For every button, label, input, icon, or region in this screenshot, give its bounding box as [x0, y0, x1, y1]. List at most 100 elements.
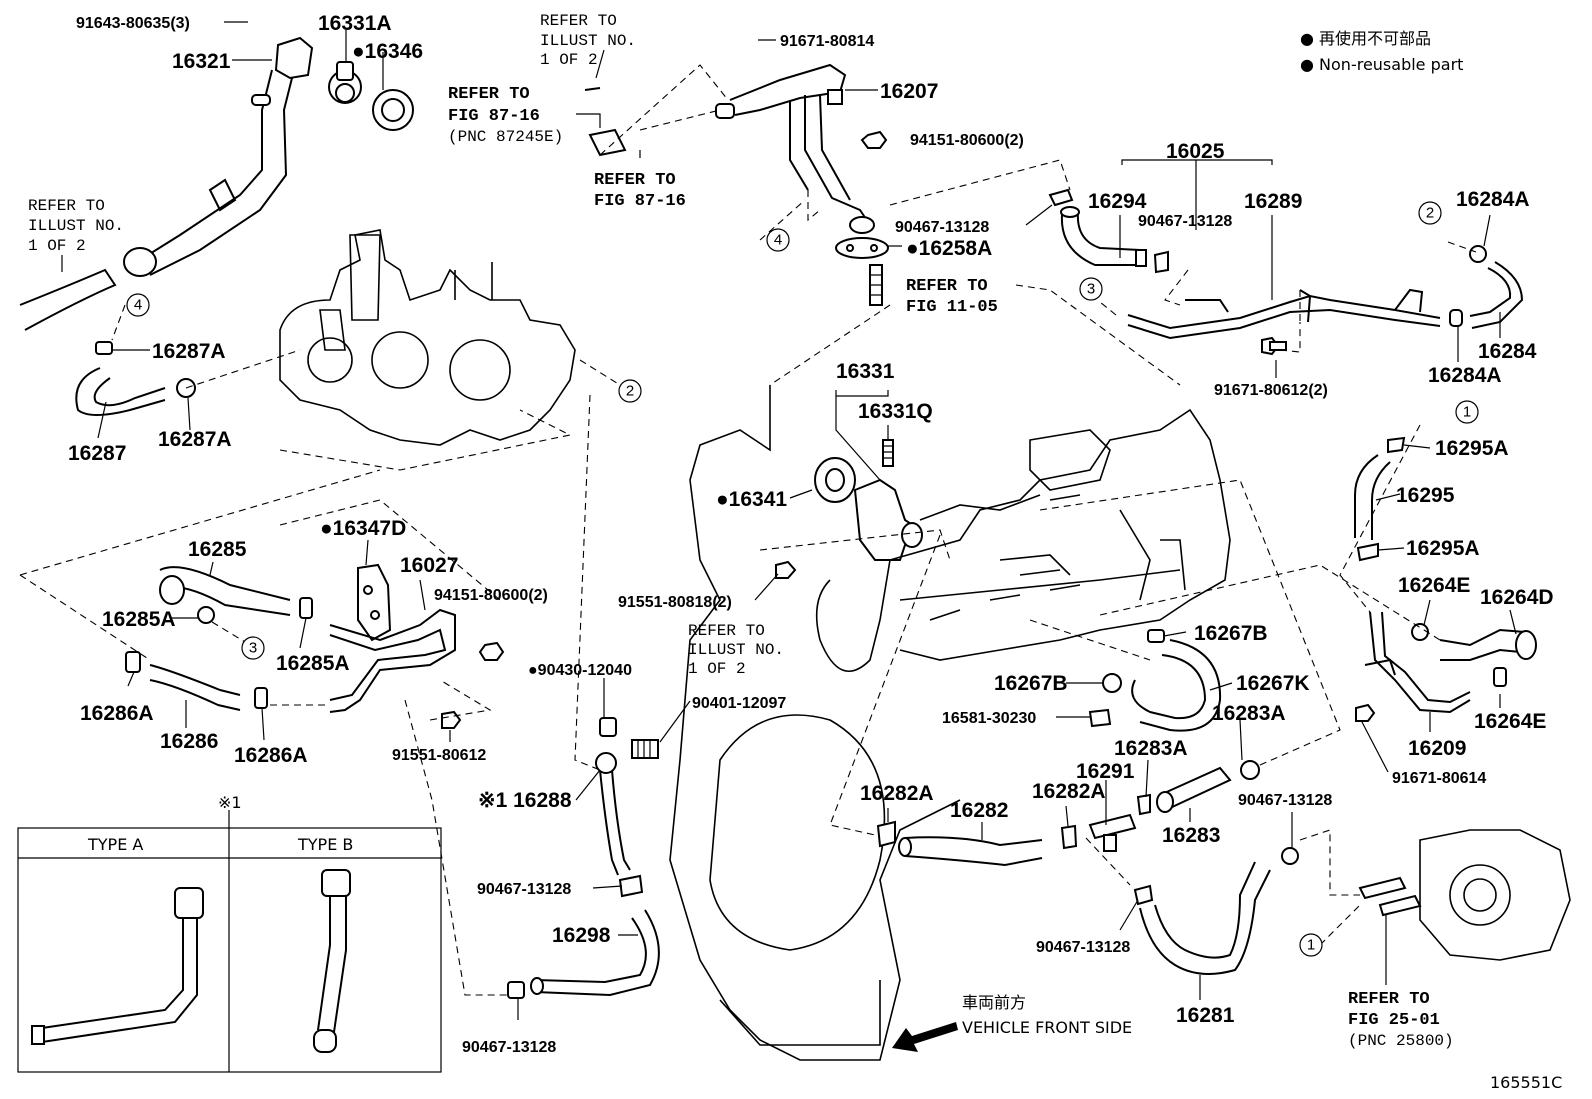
gasket-16346 — [372, 89, 414, 131]
label-16287: 16287 — [68, 442, 126, 465]
label-91671-80612: 91671-80612(2) — [1214, 382, 1328, 399]
label-16267k: 16267K — [1236, 672, 1310, 695]
label-91671-80614: 91671-80614 — [1392, 770, 1486, 787]
label-16347d: ●16347D — [320, 517, 406, 540]
label-16298: 16298 — [552, 924, 611, 947]
label-90467-13128-c: 90467-13128 — [1238, 792, 1332, 809]
turbocharger-assembly — [279, 229, 576, 446]
ref-line: REFER TO — [594, 171, 676, 190]
label-94151-80600-left: 94151-80600(2) — [434, 587, 548, 604]
gasket-16341 — [814, 457, 856, 503]
label-16287a-top: 16287A — [152, 340, 226, 363]
hose-16294 — [1060, 206, 1147, 267]
leader-lines — [61, 21, 1517, 1020]
label-16282: 16282 — [950, 799, 1008, 822]
label-16346: ●16346 — [352, 40, 423, 63]
label-90467-13128-f: 90467-13128 — [462, 1039, 556, 1056]
circle-ref-label: 2 — [1426, 205, 1434, 222]
circle-ref-2-left: 2 — [618, 379, 642, 403]
label-16286a-left: 16286A — [80, 702, 154, 725]
ref-fig-25-01: REFER TO FIG 25-01 (PNC 25800) — [1348, 990, 1454, 1050]
type-b-header: TYPE B — [297, 835, 353, 854]
label-16295: 16295 — [1396, 484, 1455, 507]
label-16207: 16207 — [880, 80, 938, 103]
label-16264d: 16264D — [1480, 586, 1554, 609]
label-90467-13128-e: 90467-13128 — [1036, 939, 1130, 956]
label-16267b-left: 16267B — [994, 672, 1068, 695]
bolt-91551-80818 — [775, 560, 797, 579]
label-16331: 16331 — [836, 360, 895, 383]
legend-jp: ● 再使用不可部品 — [1300, 29, 1431, 48]
label-16285a-right: 16285A — [276, 652, 350, 675]
dashed-connections — [19, 64, 1477, 996]
label-16284a-bottom: 16284A — [1428, 364, 1502, 387]
label-16283a-left: 16283A — [1114, 737, 1188, 760]
label-16258a: ●16258A — [906, 237, 992, 260]
label-91643-80635: 91643-80635(3) — [76, 15, 190, 32]
label-90430-12040: ●90430-12040 — [528, 662, 632, 679]
bracket-16347d — [357, 563, 392, 642]
water-outlet-pipe-16321 — [19, 36, 314, 331]
ref-line: ILLUST NO. — [688, 641, 784, 659]
clamp-16581-30230 — [1088, 708, 1112, 728]
connector-16291 — [1088, 813, 1137, 852]
throttle-body — [1358, 829, 1571, 961]
clamp-16283a — [1136, 760, 1260, 816]
hose-16282 — [876, 820, 1078, 867]
label-16284a-top: 16284A — [1456, 188, 1530, 211]
circle-ref-label: 2 — [626, 383, 634, 400]
label-16283: 16283 — [1162, 824, 1220, 847]
front-jp: 車両前方 — [962, 993, 1026, 1012]
label-16295a-top: 16295A — [1435, 437, 1509, 460]
ref-line: FIG 11-05 — [906, 298, 998, 317]
ref-line: (PNC 87245E) — [448, 128, 563, 146]
type-a-hose — [31, 887, 204, 1045]
label-16264e-bottom: 16264E — [1474, 710, 1546, 733]
label-16282a-right: 16282A — [1032, 780, 1106, 803]
union-90401-12097 — [631, 739, 659, 759]
hose-16284 — [1469, 261, 1524, 329]
water-outlet-16331 — [853, 478, 923, 561]
ref-fig-87-16: REFER TO FIG 87-16 — [594, 171, 686, 211]
hose-16267k — [1131, 639, 1222, 732]
ref-line: FIG 87-16 — [448, 107, 540, 126]
water-pipe-16207 — [715, 63, 875, 234]
label-16267b-top: 16267B — [1194, 622, 1268, 645]
ref-line: FIG 87-16 — [594, 192, 686, 211]
ref-line: REFER TO — [540, 12, 617, 30]
label-16285a-left: 16285A — [102, 608, 176, 631]
label-16291: 16291 — [1076, 760, 1135, 783]
hose-16264d — [1411, 623, 1537, 687]
ref-illust-center: REFER TO ILLUST NO. 1 OF 2 — [688, 622, 784, 678]
label-16281: 16281 — [1176, 1004, 1235, 1027]
clamp-90467-top — [1048, 188, 1169, 274]
thermostat-16331a — [328, 61, 362, 104]
inset-marker: ※1 — [218, 793, 242, 812]
nut-94151-top — [860, 130, 888, 149]
circle-ref-4-left: 4 — [126, 293, 150, 317]
legend-en: ● Non-reusable part — [1300, 55, 1463, 74]
circle-ref-label: 1 — [1463, 404, 1471, 421]
label-16286: 16286 — [160, 730, 218, 753]
ref-line: (PNC 25800) — [1348, 1032, 1454, 1050]
figure-id: 165551C — [1490, 1073, 1562, 1092]
label-16284: 16284 — [1478, 340, 1537, 363]
circle-ref-label: 4 — [774, 232, 782, 249]
label-91671-80814: 91671-80814 — [780, 33, 874, 50]
hose-16207-ref-left — [584, 87, 627, 157]
label-16209: 16209 — [1408, 737, 1466, 760]
ref-fig-11-05: REFER TO FIG 11-05 — [906, 277, 998, 317]
label-16331q: 16331Q — [858, 400, 933, 423]
label-16295a-bottom: 16295A — [1406, 537, 1480, 560]
hose-16281 — [1133, 847, 1299, 975]
ref-line: ILLUST NO. — [540, 32, 636, 50]
label-16287a-bottom: 16287A — [158, 428, 232, 451]
circle-ref-label: 4 — [134, 297, 142, 314]
front-arrow-icon — [892, 1022, 958, 1052]
gasket-16258a — [835, 237, 889, 259]
front-en: VEHICLE FRONT SIDE — [962, 1018, 1132, 1037]
hose-16298 — [507, 874, 660, 999]
label-16331a: 16331A — [318, 12, 392, 35]
hose-16286 — [125, 651, 268, 711]
